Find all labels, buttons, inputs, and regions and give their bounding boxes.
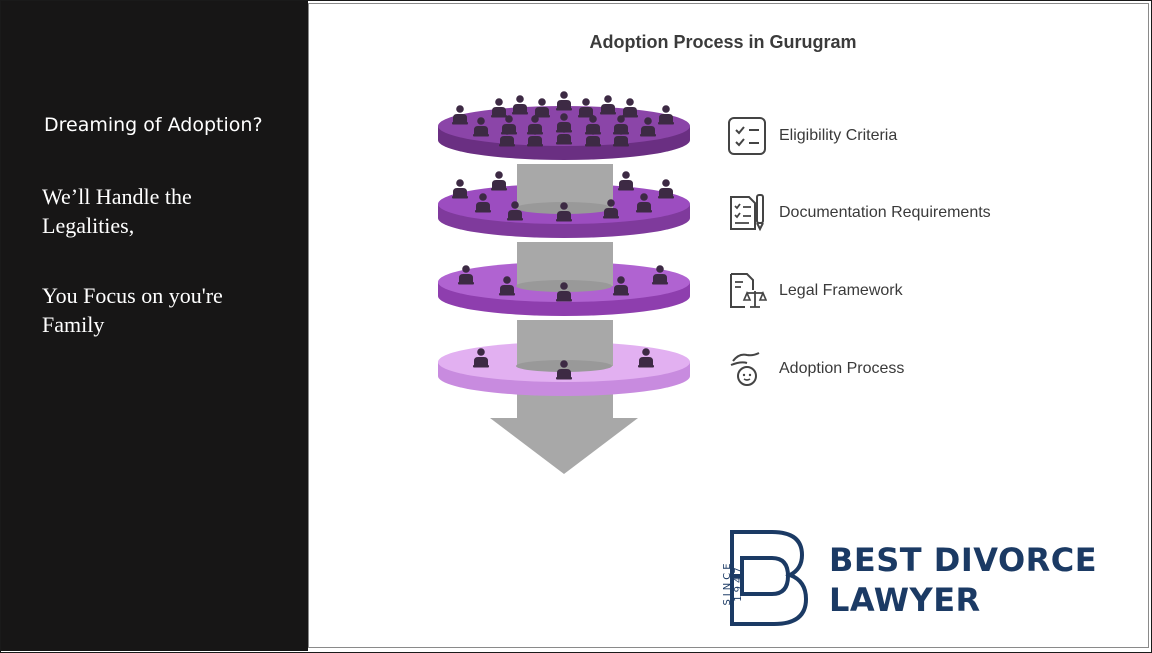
step-documentation-requirements: Documentation Requirements xyxy=(727,193,991,233)
funnel-diagram xyxy=(438,91,690,474)
logo-since: SINCE 1947 xyxy=(722,560,744,606)
step-adoption-process: Adoption Process xyxy=(727,349,904,389)
arrow-head xyxy=(490,418,638,474)
step-label: Adoption Process xyxy=(779,360,905,377)
logo-line-1: BEST DIVORCE xyxy=(829,541,1098,579)
tagline-line: Legalities, xyxy=(42,213,135,238)
tagline-line: Family xyxy=(42,312,105,337)
hand-child-icon xyxy=(730,352,760,386)
funnel-layer-4 xyxy=(438,320,690,396)
tagline-line: You Focus on you're xyxy=(42,283,223,308)
tagline-focus-family: You Focus on you're Family xyxy=(42,281,223,339)
content-area xyxy=(308,3,1149,648)
diagram-title: Adoption Process in Gurugram xyxy=(589,32,857,52)
step-label: Eligibility Criteria xyxy=(779,127,898,144)
step-legal-framework: Legal Framework xyxy=(727,271,903,311)
logo-line-2: LAWYER xyxy=(829,581,981,619)
checklist-icon xyxy=(728,117,766,155)
step-label: Legal Framework xyxy=(779,282,903,299)
tagline-line: We’ll Handle the xyxy=(42,184,192,209)
document-pen-icon xyxy=(730,194,764,232)
step-label: Documentation Requirements xyxy=(779,204,991,221)
best-divorce-lawyer-logo-icon xyxy=(730,530,809,626)
funnel-layer-2 xyxy=(438,164,690,238)
tagline-handle-legalities: We’ll Handle the Legalities, xyxy=(42,182,192,240)
left-panel: Dreaming of Adoption? We’ll Handle the L… xyxy=(1,1,308,651)
step-eligibility-criteria: Eligibility Criteria xyxy=(727,116,897,156)
legal-scale-document-icon xyxy=(730,273,767,308)
funnel-layer-3 xyxy=(438,242,690,316)
headline: Dreaming of Adoption? xyxy=(44,114,263,136)
